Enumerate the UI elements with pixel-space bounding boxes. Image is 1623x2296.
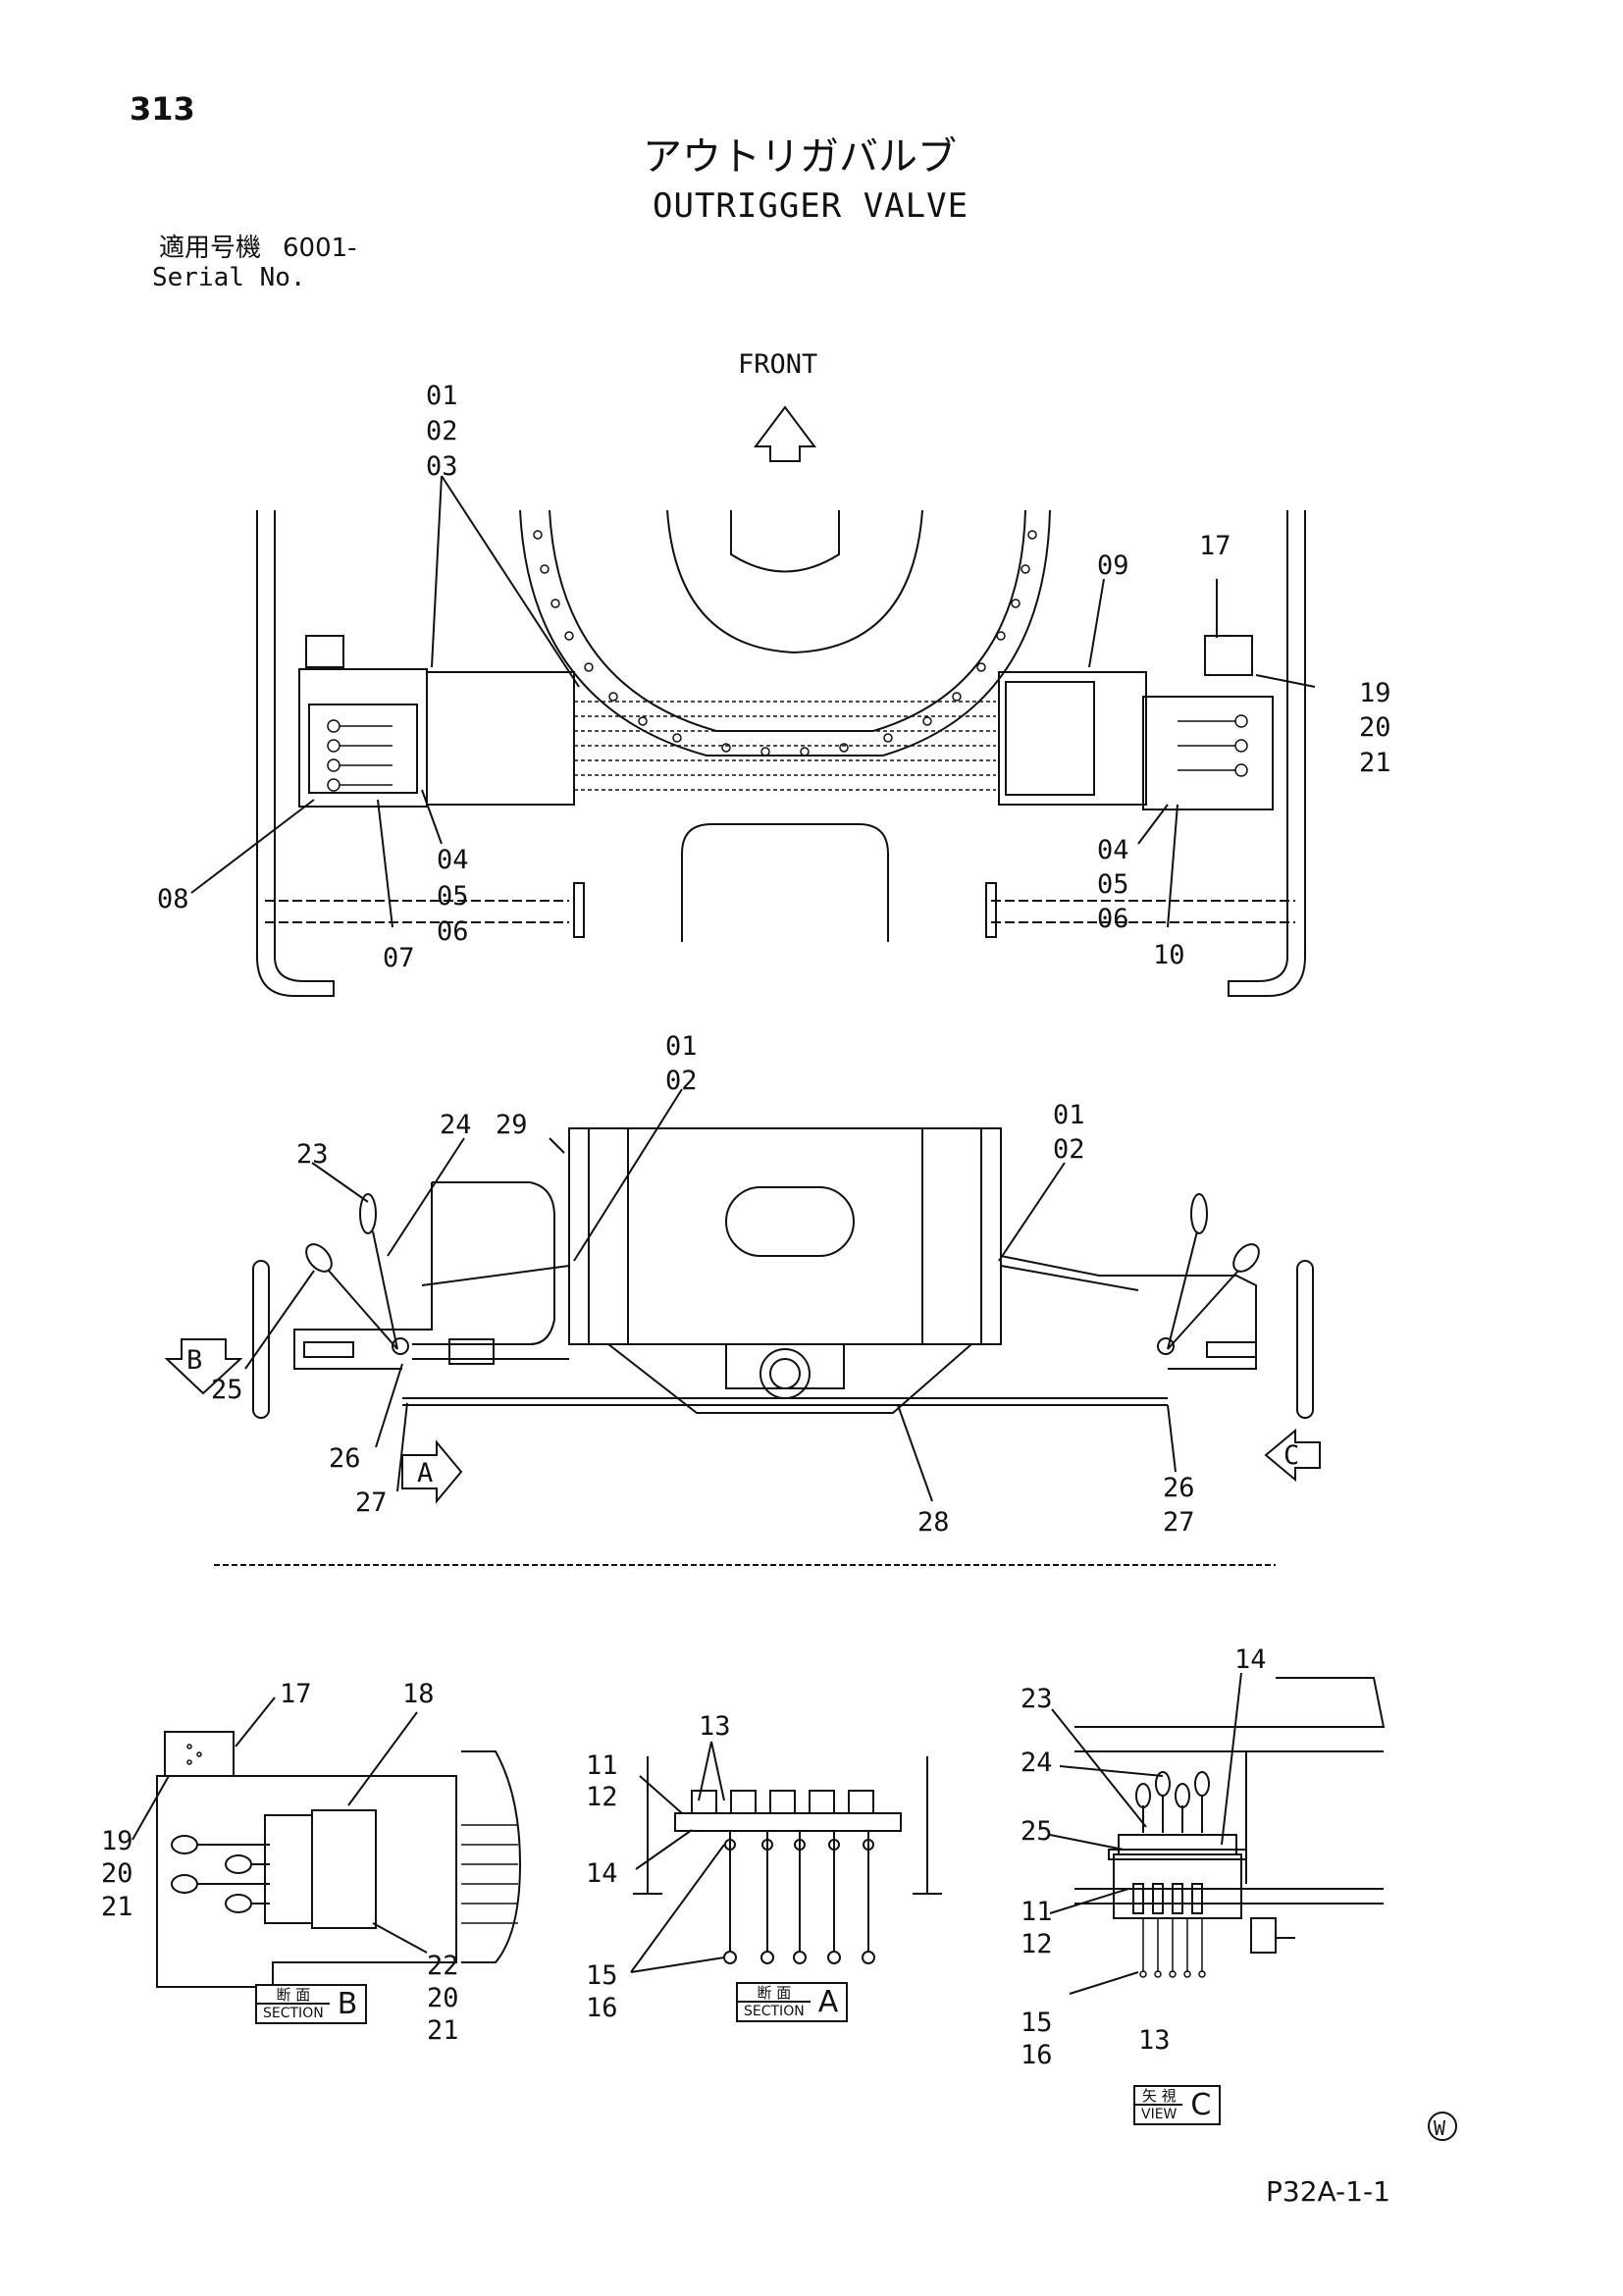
callout-19-section-b: 19	[101, 1826, 133, 1856]
callout-06-right: 06	[1097, 904, 1129, 934]
front-arrow	[754, 405, 816, 462]
callout-12-section-a: 12	[586, 1782, 618, 1812]
callout-05-right: 05	[1097, 869, 1129, 900]
left-valve-box	[298, 668, 428, 808]
section-a-label-jp: 断 面	[738, 1984, 811, 2003]
callout-02-side-b: 02	[1053, 1134, 1085, 1165]
callout-25-view-c: 25	[1021, 1816, 1053, 1847]
section-b-label-en: SECTION	[263, 2006, 324, 2021]
callout-16-view-c: 16	[1021, 2040, 1053, 2070]
w-mark-circle	[1428, 2112, 1457, 2141]
callout-04-left: 04	[437, 845, 469, 875]
section-a-letter: A	[817, 1984, 839, 2019]
callout-15-section-a: 15	[586, 1960, 618, 1991]
serial-line-jp: 適用号機 6001-	[159, 235, 357, 261]
title-english: OUTRIGGER VALVE	[653, 186, 969, 226]
callout-01-side-b: 01	[1053, 1100, 1085, 1130]
view-c: 14 23 24 25 11 12 13 15 16	[1021, 1644, 1386, 2070]
arrow-b-letter: B	[186, 1345, 202, 1376]
callout-14-view-c: 14	[1234, 1644, 1267, 1675]
view-c-label-en: VIEW	[1141, 2107, 1178, 2122]
callout-21-top: 21	[1359, 748, 1391, 778]
callout-26-right: 26	[1163, 1473, 1195, 1503]
callout-28: 28	[917, 1507, 950, 1538]
callout-10: 10	[1153, 940, 1185, 970]
callout-24-view-c: 24	[1021, 1748, 1053, 1778]
side-view: 01 02 01 02 24 29 23 B 25 26 27 A 28 C 2…	[164, 1031, 1321, 1538]
callout-23-view-c: 23	[1021, 1684, 1053, 1714]
page-number: 313	[130, 90, 195, 128]
callout-17-top: 17	[1199, 531, 1231, 561]
callout-18: 18	[402, 1679, 435, 1709]
callout-25-side: 25	[211, 1375, 243, 1405]
serial-value: 6001-	[283, 234, 357, 263]
callout-12-view-c: 12	[1021, 1929, 1053, 1959]
front-label: FRONT	[738, 349, 817, 380]
callout-08: 08	[157, 884, 189, 914]
drawing-code: P32A-1-1	[1266, 2175, 1390, 2208]
callout-03-top: 03	[426, 451, 458, 482]
callout-07: 07	[383, 943, 415, 973]
callout-11-view-c: 11	[1021, 1897, 1053, 1927]
callout-20-top: 20	[1359, 712, 1391, 743]
callout-13-view-c: 13	[1138, 2025, 1171, 2056]
callout-26-left: 26	[329, 1443, 361, 1474]
view-arrow-b	[164, 1338, 243, 1395]
w-mark: W	[1434, 2116, 1446, 2140]
serial-label-jp: 適用号機	[159, 234, 262, 263]
section-b-view: 17 18 19 20 21 22 20 21	[101, 1679, 522, 2046]
callout-22: 22	[427, 1951, 459, 1981]
arrow-c-letter: C	[1283, 1440, 1299, 1471]
arrow-a-letter: A	[417, 1458, 433, 1488]
view-arrow-c	[1264, 1428, 1321, 1483]
callout-23-side: 23	[296, 1139, 329, 1170]
callout-17-section-b: 17	[280, 1679, 312, 1709]
view-arrow-a	[401, 1439, 463, 1504]
top-view: FRONT	[157, 349, 1391, 997]
callout-14-section-a: 14	[586, 1858, 618, 1889]
callout-11-section-a: 11	[586, 1750, 618, 1781]
callout-06-left: 06	[437, 916, 469, 947]
section-b-label-jp: 断 面	[257, 1986, 330, 2005]
callout-05-left: 05	[437, 881, 469, 912]
view-c-letter: C	[1190, 2087, 1212, 2122]
section-a-label-en: SECTION	[744, 2004, 805, 2019]
callout-02-side-a: 02	[665, 1066, 698, 1096]
right-valve-box	[1142, 696, 1274, 810]
callout-13-section-a: 13	[699, 1711, 731, 1742]
serial-label-en: Serial No.	[152, 263, 306, 292]
callout-29: 29	[496, 1110, 528, 1140]
callout-01-top: 01	[426, 381, 458, 411]
view-c-label-jp: 矢 視	[1135, 2087, 1183, 2106]
callout-27-left: 27	[355, 1487, 388, 1518]
callout-01-side-a: 01	[665, 1031, 698, 1062]
callout-24-side: 24	[440, 1110, 472, 1140]
callout-04-right: 04	[1097, 835, 1129, 865]
title-japanese: アウトリガバルブ	[643, 134, 957, 180]
section-b-letter: B	[337, 1986, 358, 2021]
callout-02-top: 02	[426, 416, 458, 446]
callout-16-section-a: 16	[586, 1993, 618, 2023]
callout-27-right: 27	[1163, 1507, 1195, 1538]
callout-15-view-c: 15	[1021, 2008, 1053, 2038]
callout-21-section-b2: 21	[427, 2015, 459, 2046]
section-a-view: 13 11 12 14 15 16	[586, 1711, 942, 2023]
callout-20-section-b2: 20	[427, 1983, 459, 2013]
callout-20-section-b: 20	[101, 1858, 133, 1889]
callout-09: 09	[1097, 550, 1129, 581]
callout-21-section-b: 21	[101, 1892, 133, 1922]
callout-19-top: 19	[1359, 678, 1391, 708]
